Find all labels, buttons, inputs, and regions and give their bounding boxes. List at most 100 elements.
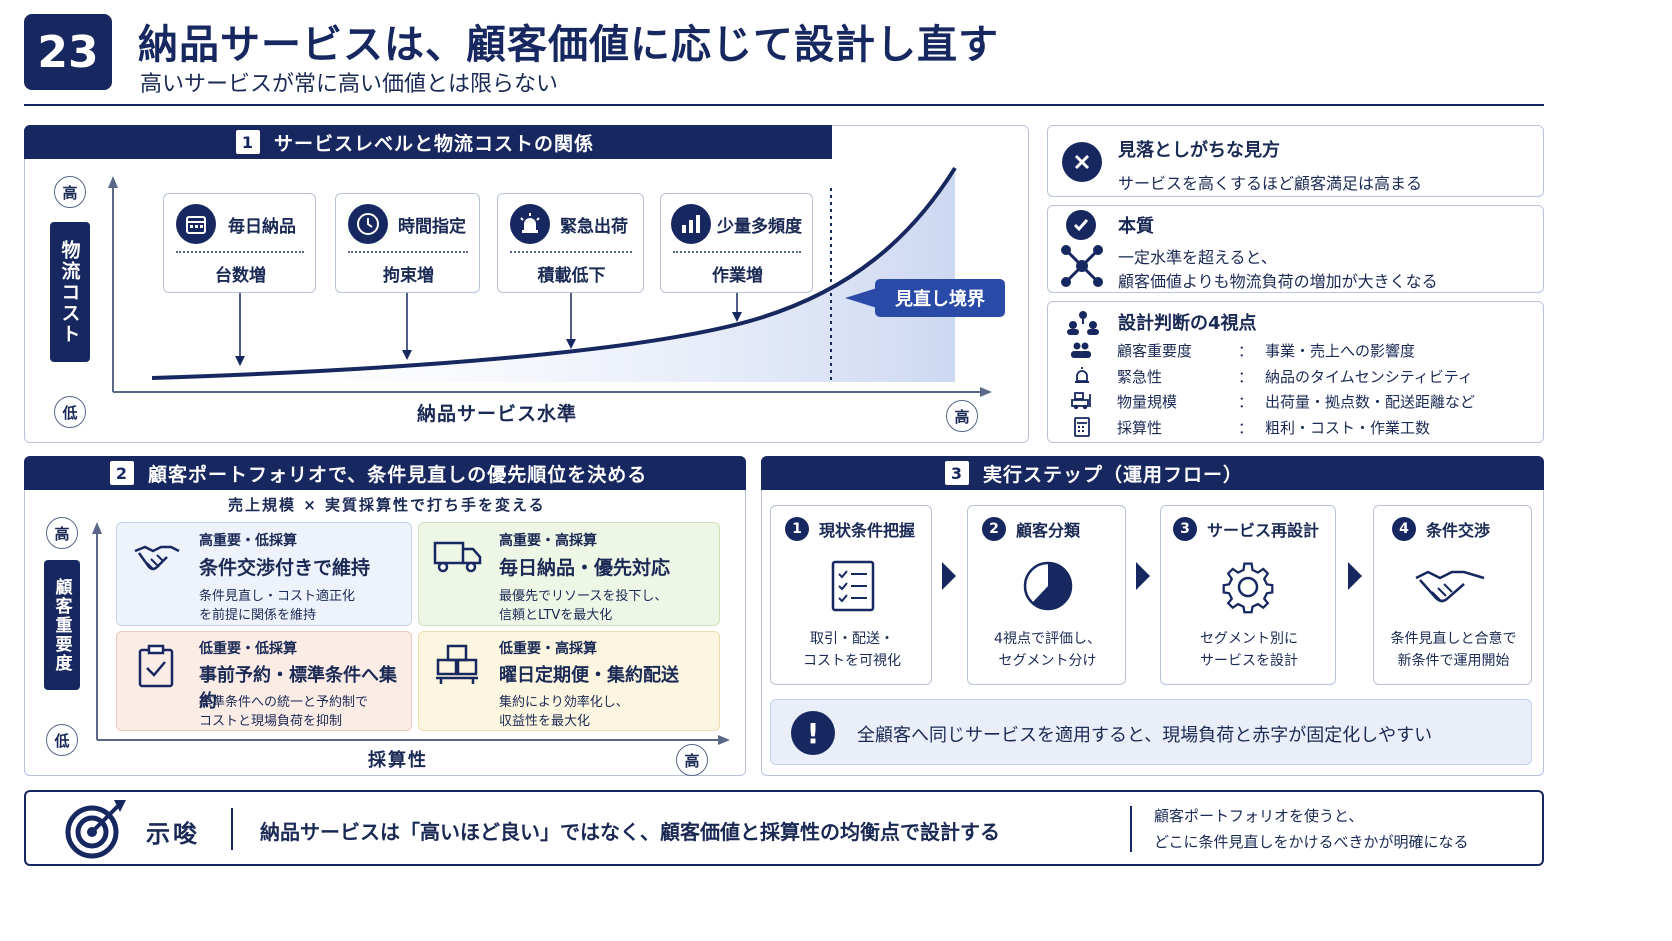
criteria-row: 物量規模 ： 出荷量・拠点数・配送距離など — [1070, 391, 1540, 417]
quadrant-line1: 条件見直し・コスト適正化 — [199, 589, 356, 604]
criteria-value: 事業・売上への影響度 — [1265, 342, 1416, 360]
step-number: 4 — [1392, 517, 1416, 541]
mistake-text: サービスを高くするほど顧客満足は高まる — [1118, 174, 1423, 193]
criteria-sep: ： — [1238, 342, 1254, 360]
card-title: 少量多頻度 — [717, 217, 802, 237]
section-number-badge: 23 — [24, 14, 112, 90]
essence-line2: 顧客価値よりも物流負荷の増加が大きくなる — [1118, 272, 1438, 291]
essence-panel: 本質 一定水準を超えると、 顧客価値よりも物流負荷の増加が大きくなる — [1047, 205, 1544, 293]
criteria-row: 緊急性 ： 納品のタイムセンシティビティ — [1070, 366, 1540, 392]
y-axis-label-box: 顧客重要度 — [44, 560, 80, 690]
org-people-icon — [1067, 311, 1099, 335]
card-title: 緊急出荷 — [560, 217, 628, 237]
criteria-label: 採算性 — [1117, 418, 1163, 437]
y-high-label: 高 — [46, 517, 78, 549]
quadrant-low-importance-low-profit: 低重要・低採算 事前予約・標準条件へ集約 標準条件への統一と予約制で コストと現… — [116, 631, 412, 731]
checklist-icon — [831, 560, 875, 612]
gear-icon — [1222, 562, 1274, 614]
quadrant-tag: 高重要・低採算 — [199, 533, 297, 549]
section1-header: 1 サービスレベルと物流コストの関係 — [24, 125, 832, 159]
boxes-icon — [436, 644, 478, 684]
network-icon — [1061, 245, 1103, 287]
card-effect: 積載低下 — [537, 266, 606, 286]
implication-note1: 顧客ポートフォリオを使うと、 — [1154, 807, 1364, 825]
implication-bar: 示唆 納品サービスは「高いほど良い」ではなく、顧客価値と採算性の均衡点で設計する… — [24, 790, 1544, 866]
warning-text: 全顧客へ同じサービスを適用すると、現場負荷と赤字が固定化しやすい — [857, 725, 1433, 746]
quadrant-line2: 収益性を最大化 — [499, 714, 591, 729]
card-time-specified: 時間指定 拘束増 — [335, 193, 480, 293]
step-4: 4 条件交渉 条件見直しと合意で 新条件で運用開始 — [1373, 505, 1532, 685]
card-title: 毎日納品 — [228, 217, 296, 237]
criteria-sep: ： — [1238, 393, 1254, 411]
step-line2: 新条件で運用開始 — [1397, 653, 1510, 669]
handshake-icon — [1415, 570, 1485, 603]
cost-curve-line — [151, 166, 957, 380]
step-title: 現状条件把握 — [819, 521, 916, 540]
quadrant-title: 毎日納品・優先対応 — [499, 557, 671, 579]
clock-icon — [348, 204, 388, 244]
implication-label: 示唆 — [146, 820, 200, 848]
step-number: 2 — [982, 517, 1006, 541]
quadrant-low-importance-high-profit: 低重要・高採算 曜日定期便・集約配送 集約により効率化し、 収益性を最大化 — [418, 631, 720, 731]
quadrant-line2: 信頼とLTVを最大化 — [499, 608, 613, 623]
essence-line1: 一定水準を超えると、 — [1118, 248, 1277, 267]
section3-header: 3 実行ステップ（運用フロー） — [761, 456, 1544, 490]
step-line1: 条件見直しと合意で — [1390, 631, 1517, 647]
step-line1: 4視点で評価し、 — [994, 631, 1101, 647]
boundary-callout: 見直し境界 — [875, 279, 1005, 317]
essence-title: 本質 — [1118, 216, 1154, 237]
cost-curve-chart — [108, 166, 992, 397]
quadrant-high-importance-high-profit: 高重要・高採算 毎日納品・優先対応 最優先でリソースを投下し、 信頼とLTVを最… — [418, 522, 720, 626]
warning-banner: ! 全顧客へ同じサービスを適用すると、現場負荷と赤字が固定化しやすい — [770, 699, 1532, 765]
quadrant-title: 事前予約・標準条件へ集約 — [199, 665, 397, 712]
quadrant-title: 条件交渉付きで維持 — [199, 557, 371, 579]
quadrant-line1: 標準条件への統一と予約制で — [199, 695, 369, 710]
check-icon — [1066, 210, 1096, 240]
section3-title: 実行ステップ（運用フロー） — [983, 463, 1244, 486]
mistake-panel: 見落としがちな見方 サービスを高くするほど顧客満足は高まる — [1047, 125, 1544, 197]
card-small-frequent: 少量多頻度 作業増 — [660, 193, 813, 293]
implication-main: 納品サービスは「高いほど良い」ではなく、顧客価値と採算性の均衡点で設計する — [260, 820, 1000, 844]
section2-number: 2 — [110, 461, 134, 485]
header-divider — [24, 104, 1544, 106]
step-line1: セグメント別に — [1200, 631, 1298, 647]
card-title: 時間指定 — [398, 217, 466, 237]
criteria-label: 物量規模 — [1117, 393, 1178, 411]
close-icon — [1062, 142, 1102, 182]
card-effect: 拘束増 — [383, 266, 434, 286]
pie-chart-icon — [1023, 561, 1073, 611]
calendar-icon — [176, 204, 216, 244]
criteria-value: 出荷量・拠点数・配送距離など — [1265, 393, 1476, 411]
section3-number: 3 — [945, 461, 969, 485]
quadrant-high-importance-low-profit: 高重要・低採算 条件交渉付きで維持 条件見直し・コスト適正化 を前提に関係を維持 — [116, 522, 412, 626]
page-subtitle: 高いサービスが常に高い価値とは限らない — [140, 72, 559, 97]
alarm-icon — [1075, 366, 1089, 383]
truck-icon — [433, 541, 482, 573]
criteria-list: 顧客重要度 ： 事業・売上への影響度 緊急性 ： 納品のタイムセンシティビティ … — [1070, 340, 1540, 442]
boundary-label: 見直し境界 — [895, 289, 985, 310]
card-urgent-shipping: 緊急出荷 積載低下 — [497, 193, 644, 293]
quadrant-tag: 高重要・高採算 — [499, 533, 597, 549]
criteria-value: 粗利・コスト・作業工数 — [1265, 418, 1431, 437]
quadrant-tag: 低重要・低採算 — [199, 641, 297, 657]
y-axis-label: 顧客重要度 — [51, 577, 72, 673]
page-title: 納品サービスは、顧客価値に応じて設計し直す — [138, 22, 999, 68]
section1-title: サービスレベルと物流コストの関係 — [274, 132, 595, 155]
implication-note2: どこに条件見直しをかけるべきかが明確になる — [1154, 833, 1469, 851]
mistake-title: 見落としがちな見方 — [1118, 140, 1280, 161]
alarm-icon — [510, 204, 550, 244]
handshake-icon — [134, 545, 180, 571]
quadrant-title: 曜日定期便・集約配送 — [499, 665, 679, 686]
people-icon — [1071, 342, 1091, 358]
criteria-sep: ： — [1238, 367, 1254, 386]
step-number: 1 — [785, 517, 809, 541]
step-number: 3 — [1173, 517, 1197, 541]
forklift-icon — [1071, 392, 1091, 410]
card-effect: 作業増 — [712, 266, 763, 286]
x-high-label: 高 — [946, 400, 978, 432]
step-line2: セグメント分け — [998, 653, 1097, 669]
step-title: 条件交渉 — [1426, 521, 1491, 540]
section1-number: 1 — [236, 130, 260, 154]
y-axis-label-box: 物流コスト — [50, 222, 90, 362]
